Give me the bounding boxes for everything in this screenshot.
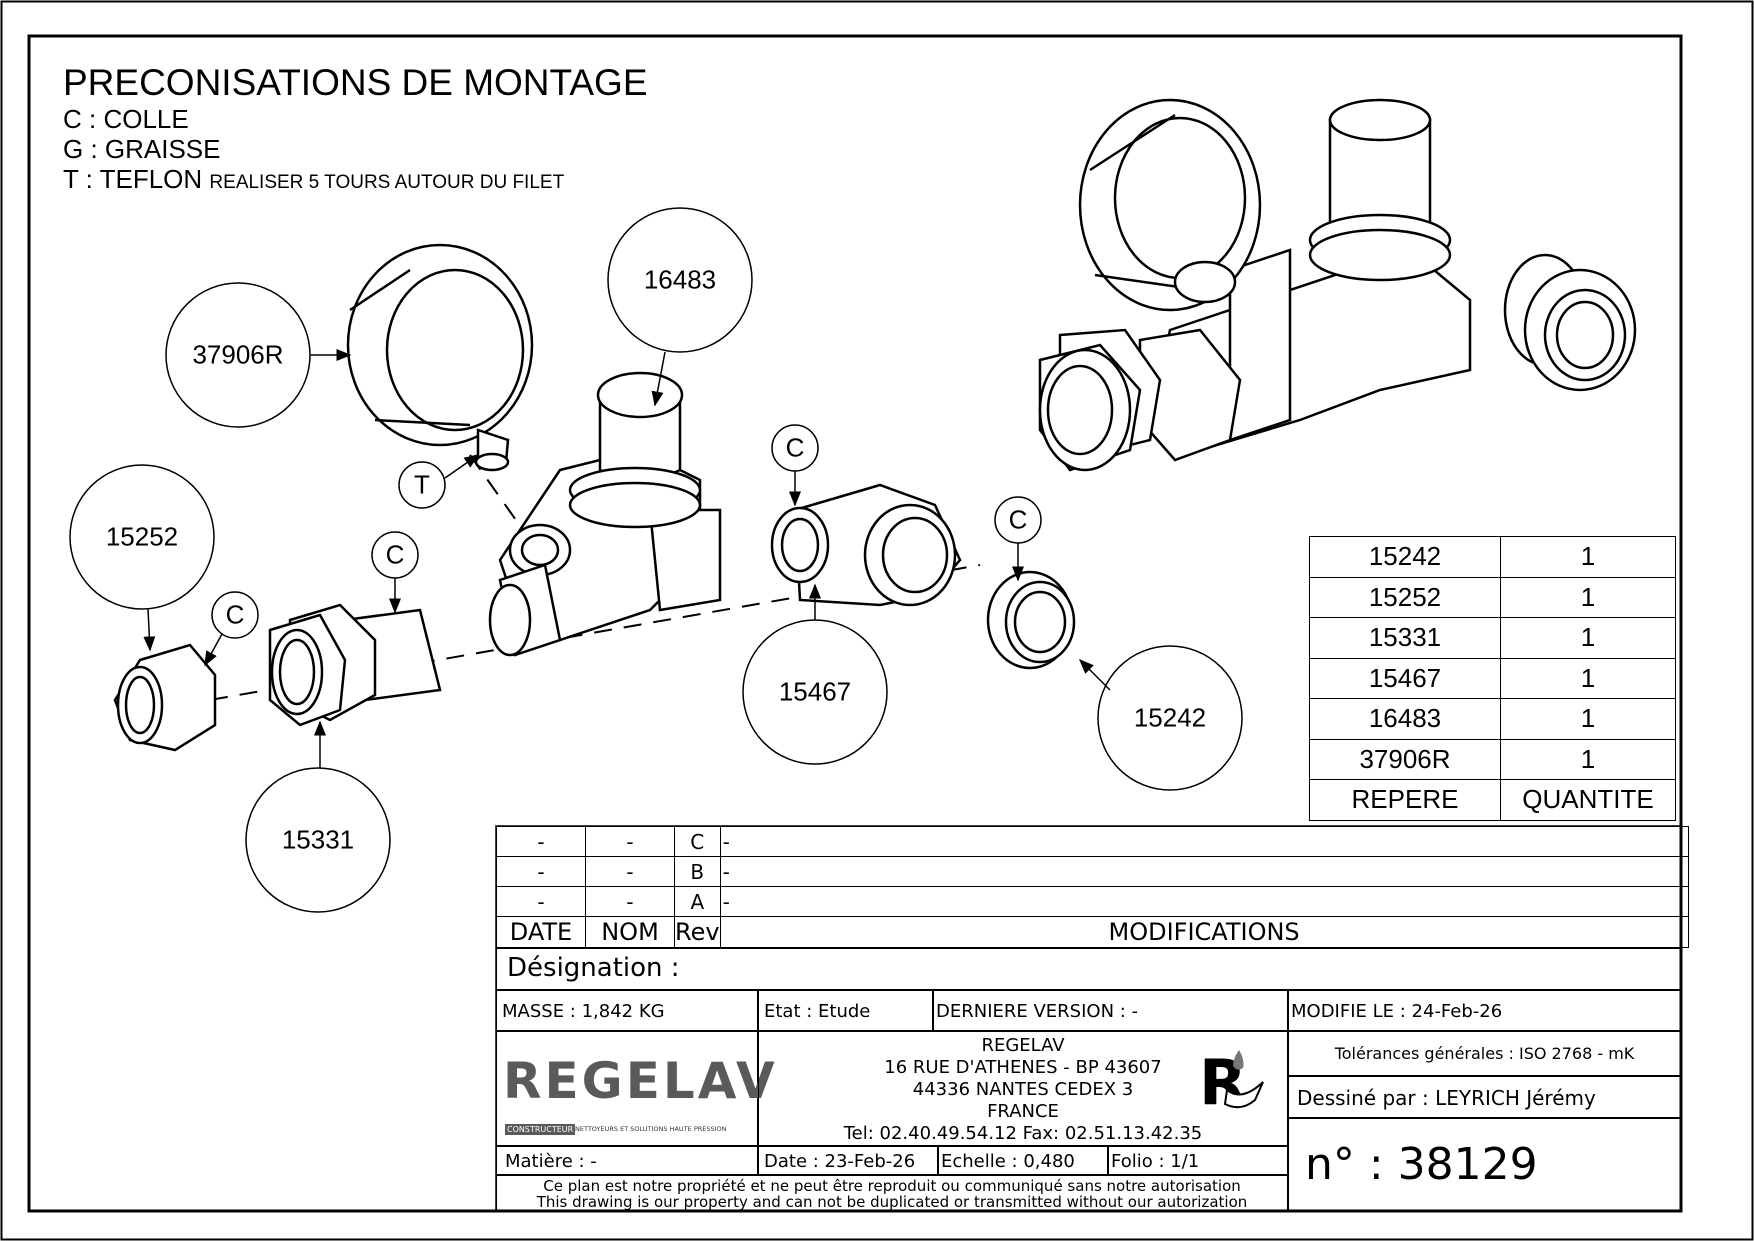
rev-date: - [496,856,586,887]
bom-quantite: 1 [1500,738,1676,780]
note-colle: C : COLLE [63,104,189,134]
address-line: 44336 NANTES CEDEX 3 [912,1079,1134,1100]
label-colle-mark: C [225,599,245,630]
revision-row: --B- [496,856,1689,887]
label-colle-mark: C [1008,504,1028,535]
assembly-notes: PRECONISATIONS DE MONTAGE C : COLLE G : … [63,62,648,198]
bom-repere: 16483 [1309,698,1501,740]
bom-repere: 15242 [1309,536,1501,578]
rev-nom: - [585,886,675,917]
bom-quantite: 1 [1500,576,1676,618]
rev-date: - [496,826,586,857]
bom-quantite: 1 [1500,536,1676,578]
balloon-c1 [211,591,259,639]
echelle: Echelle : 0,480 [938,1146,1108,1175]
rev-mod: - [719,856,1689,887]
note-teflon-detail: REALISER 5 TOURS AUTOUR DU FILET [209,172,565,193]
drawing-number: n° : 38129 [1288,1118,1681,1211]
balloon-t [398,461,446,509]
date: Date : 23-Feb-26 [758,1146,938,1175]
bom-quantite: 1 [1500,698,1676,740]
legal-fr: Ce plan est notre propriété et ne peut ê… [543,1177,1241,1195]
regelav-emblem-icon: R [1199,1046,1264,1119]
bom-quantite: 1 [1500,617,1676,659]
revision-row: --C- [496,826,1689,857]
rev-nom: - [585,826,675,857]
rev-header-nom: NOM [585,916,675,948]
note-graisse: G : GRAISSE [63,134,221,164]
bom-repere: 15331 [1309,617,1501,659]
rev-mod: - [719,826,1689,857]
legal-en: This drawing is our property and can not… [536,1193,1248,1211]
rev-letter: A [674,886,721,917]
logo-subtitle: NETTOYEURS ET SOLUTIONS HAUTE PRESSION [575,1125,727,1133]
label-teflon-mark: T [414,469,430,500]
balloon-15242 [1097,645,1243,791]
label-15467: 15467 [778,676,852,707]
address-line: FRANCE [987,1101,1059,1122]
rev-mod: - [719,886,1689,917]
rev-header-mod: MODIFICATIONS [719,916,1689,948]
bom-repere: 15467 [1309,657,1501,699]
rev-letter: B [674,856,721,887]
etat: Etat : Etude [758,990,933,1031]
bom-repere: 15252 [1309,576,1501,618]
label-15331: 15331 [281,824,355,855]
balloon-16483 [607,207,753,353]
matiere: Matière : - [496,1146,758,1175]
label-colle-mark: C [785,432,805,463]
regelav-logo: REGELAV [503,1052,778,1110]
bom-header-repere: REPERE [1309,779,1501,821]
legal-notice: Ce plan est notre propriété et ne peut ê… [496,1175,1288,1211]
masse: MASSE : 1,842 KG [496,990,758,1031]
bom-header-quantite: QUANTITE [1500,779,1676,821]
balloons [69,207,1243,913]
company-address: REGELAV 16 RUE D'ATHENES - BP 43607 4433… [758,1031,1288,1146]
label-15252: 15252 [105,521,179,552]
derniere-version: DERNIERE VERSION : - [933,990,1288,1031]
address-line: REGELAV [981,1035,1065,1056]
rev-date: - [496,886,586,917]
dessine-par: Dessiné par : LEYRICH Jérémy [1288,1076,1681,1118]
folio: Folio : 1/1 [1108,1146,1288,1175]
tolerances: Tolérances générales : ISO 2768 - mK [1288,1031,1681,1076]
label-colle-mark: C [385,539,405,570]
notes-title: PRECONISATIONS DE MONTAGE [63,62,648,103]
rev-nom: - [585,856,675,887]
bom-repere: 37906R [1309,738,1501,780]
logo-area: REGELAV CONSTRUCTEUR NETTOYEURS ET SOLUT… [496,1031,775,1146]
revision-row: --A- [496,886,1689,917]
rev-header-date: DATE [496,916,586,948]
rev-header-rev: Rev [674,916,721,948]
note-teflon: T : TEFLON REALISER 5 TOURS AUTOUR DU FI… [63,164,565,194]
modifie-le: MODIFIE LE : 24-Feb-26 [1288,990,1681,1031]
label-37906r: 37906R [192,339,284,370]
assembled-view [1038,98,1637,472]
balloon-15252 [69,464,215,610]
label-16483: 16483 [643,264,717,295]
rev-letter: C [674,826,721,857]
leaders [143,349,1111,768]
phone-fax: Tel: 02.40.49.54.12 Fax: 02.51.13.42.35 [843,1123,1203,1144]
bom-quantite: 1 [1500,657,1676,699]
address-line: 16 RUE D'ATHENES - BP 43607 [884,1057,1162,1078]
balloon-15331 [245,767,391,913]
logo-tag: CONSTRUCTEUR [505,1124,576,1135]
label-15242: 15242 [1133,702,1207,733]
designation: Désignation : [496,948,1681,990]
exploded-view [113,243,1076,752]
